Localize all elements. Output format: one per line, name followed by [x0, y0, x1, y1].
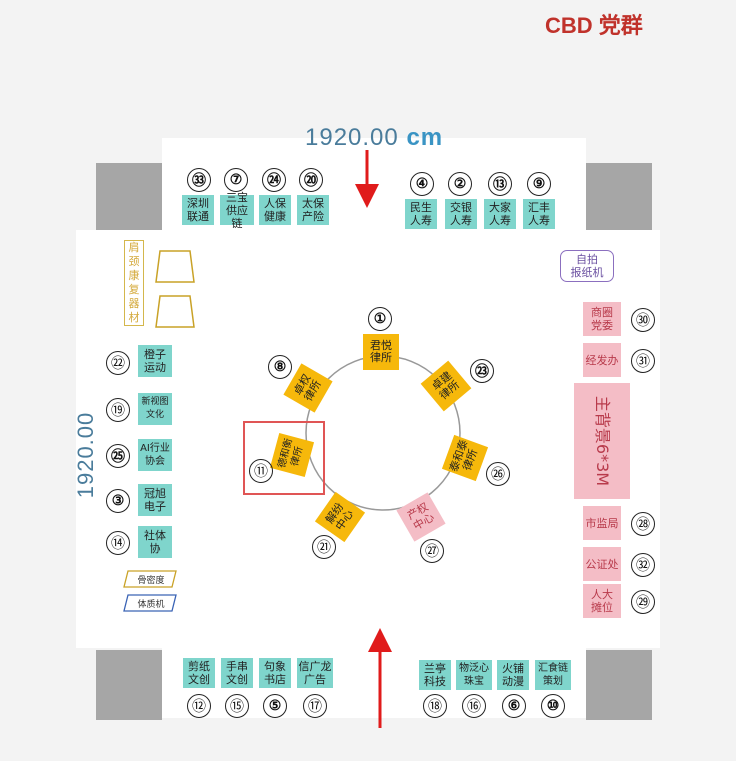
booth-bottom-right: 物泛心 珠宝 [456, 660, 492, 690]
booth-left: 橙子 运动 [138, 345, 172, 377]
booth-number: ⑧ [268, 355, 292, 379]
booth-number: ③ [106, 489, 130, 513]
highlight-box [243, 421, 325, 495]
booth-number: ㉛ [631, 349, 655, 373]
booth-number: ㉘ [631, 512, 655, 536]
booth-number: ⑩ [541, 694, 565, 718]
booth-bottom-right: 汇食链 策划 [535, 660, 571, 690]
corner-top-left [96, 163, 162, 230]
gov-booth: 公证处 [583, 547, 621, 581]
booth-number: ⑭ [106, 531, 130, 555]
equipment-tag-2 [123, 594, 177, 612]
booth-left: AI行业 协会 [138, 439, 172, 471]
booth-number: ⑫ [187, 694, 211, 718]
gov-booth: 市监局 [583, 506, 621, 540]
booth-top-right: 交银 人寿 [445, 199, 477, 229]
corner-bottom-right [586, 650, 652, 720]
main-backdrop: 主背景6*3M [574, 383, 630, 499]
equipment-trapezoid-2 [155, 295, 195, 328]
corner-bottom-left [96, 650, 162, 720]
booth-number: ⑳ [299, 168, 323, 192]
booth-number: ⑰ [303, 694, 327, 718]
booth-top-left: 人保 健康 [259, 195, 291, 225]
booth-number: ㉓ [470, 359, 494, 383]
booth-number: ㉑ [312, 535, 336, 559]
booth-bottom-left: 手串 文创 [221, 658, 253, 688]
booth-number: ⑦ [224, 168, 248, 192]
equipment-tag-2-label: 体质机 [137, 599, 165, 610]
booth-bottom-left: 句象 书店 [259, 658, 291, 688]
booth-bottom-left: 信广龙 广告 [297, 658, 333, 688]
booth-number: ⑱ [423, 694, 447, 718]
booth-number: ⑮ [225, 694, 249, 718]
booth-left: 冠旭 电子 [138, 484, 172, 516]
booth-number: ⑥ [502, 694, 526, 718]
booth-top-right: 汇丰 人寿 [523, 199, 555, 229]
booth-number: ㉔ [262, 168, 286, 192]
booth-top-left: 深圳 联通 [182, 195, 214, 225]
booth-number: ㉜ [631, 553, 655, 577]
equipment-tag-1-label: 骨密度 [137, 575, 165, 586]
booth-number: ④ [410, 172, 434, 196]
booth-number: ㉝ [187, 168, 211, 192]
booth-left: 社体 协 [138, 526, 172, 558]
floor-main [76, 230, 660, 648]
booth-bottom-left: 剪纸 文创 [183, 658, 215, 688]
booth-number: ㉕ [106, 444, 130, 468]
vertical-shop-label: 肩颈康复器材 [124, 240, 144, 326]
booth-top-left: 太保 产险 [297, 195, 329, 225]
booth-number: ㉖ [486, 462, 510, 486]
booth-bottom-right: 火铺 动漫 [497, 660, 529, 690]
equipment-tag-1 [123, 570, 177, 588]
selfie-kiosk: 自拍 报纸机 [560, 250, 614, 282]
gov-booth: 经发办 [583, 343, 621, 377]
booth-top-right: 大家 人寿 [484, 199, 516, 229]
booth-left: 新视图 文化 [138, 393, 172, 425]
booth-number: ㉙ [631, 590, 655, 614]
booth-number: ⑯ [462, 694, 486, 718]
law-booth: 君悦 律所 [363, 334, 399, 370]
gov-booth: 商圈 党委 [583, 302, 621, 336]
booth-number: ② [448, 172, 472, 196]
booth-number: ⑤ [263, 694, 287, 718]
booth-number: ⑪ [249, 459, 273, 483]
booth-number: ⑲ [106, 398, 130, 422]
booth-number: ㉒ [106, 351, 130, 375]
corner-top-right [586, 163, 652, 230]
booth-number: ① [368, 307, 392, 331]
booth-top-left: 三宝 供应链 [220, 191, 254, 230]
booth-number: ⑬ [488, 172, 512, 196]
dimension-top: 1920.00 cm [305, 124, 444, 151]
equipment-trapezoid-1 [155, 250, 195, 283]
brand-title: CBD 党群 [545, 13, 643, 38]
gov-booth: 人大 摊位 [583, 584, 621, 618]
booth-number: ㉗ [420, 539, 444, 563]
booth-number: ⑨ [527, 172, 551, 196]
booth-number: ㉚ [631, 308, 655, 332]
booth-top-right: 民生 人寿 [405, 199, 437, 229]
booth-bottom-right: 兰亭 科技 [419, 660, 451, 690]
